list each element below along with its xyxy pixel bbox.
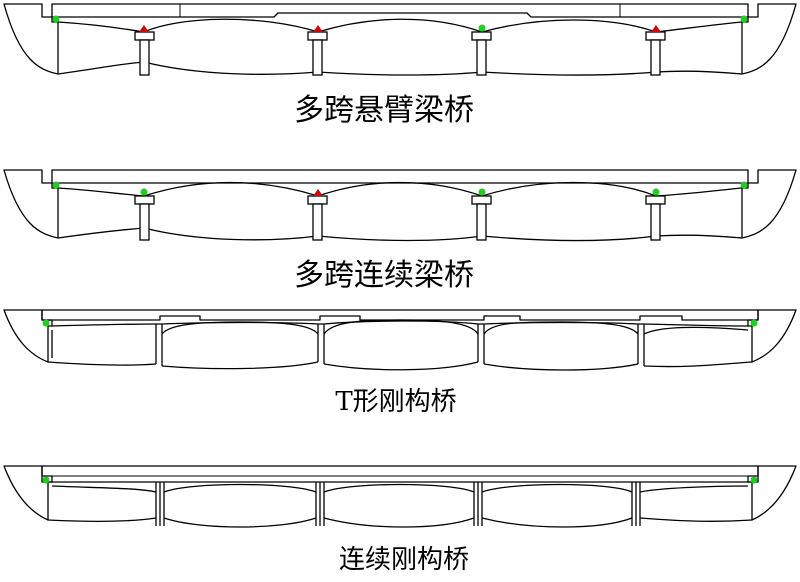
movable-bearing-icon [140,188,148,196]
pier [471,195,492,241]
pier [134,195,155,241]
girder-soffit [57,181,743,197]
girder-soffit [51,483,749,493]
left-abutment [3,169,59,239]
movable-bearing-icon [52,15,60,23]
movable-bearing-icon [750,319,758,327]
cantilever-beam-bridge: 多跨悬臂梁桥 [3,3,797,128]
pier [473,482,483,526]
t-rigid-frame-bridge: T形刚构桥 [3,309,797,417]
right-abutment [747,465,797,521]
pier [645,195,666,241]
pier [645,31,666,76]
deck [41,309,759,321]
pier [307,31,328,76]
movable-bearing-icon [52,181,60,189]
pier [307,195,328,241]
bridge-caption: T形刚构桥 [335,387,456,417]
bridge-caption: 连续刚构桥 [339,545,469,575]
movable-bearing-icon [478,24,486,32]
bridge-caption: 多跨连续梁桥 [294,258,474,293]
movable-bearing-icon [750,476,758,484]
left-abutment [3,465,53,521]
deck [51,3,749,18]
deck [41,465,759,483]
fixed-bearing-icon [313,189,323,196]
fixed-bearing-icon [139,25,149,32]
fixed-bearing-icon [651,25,661,32]
movable-bearing-icon [478,188,486,196]
movable-bearing-icon [42,319,50,327]
movable-bearing-icon [740,181,748,189]
pier [134,31,155,76]
pier [471,31,492,76]
deck [51,169,749,184]
left-abutment [3,309,53,363]
right-abutment [747,309,797,363]
movable-bearing-icon [652,188,660,196]
movable-bearing-icon [740,15,748,23]
pier [315,482,325,526]
continuous-beam-bridge: 多跨连续梁桥 [3,169,797,293]
fixed-bearing-icon [313,25,323,32]
pier [631,482,641,526]
bridge-caption: 多跨悬臂梁桥 [294,93,474,128]
girder-soffit [57,18,743,33]
continuous-rigid-frame-bridge: 连续刚构桥 [3,465,797,575]
right-abutment [741,3,797,75]
left-abutment [3,3,59,75]
right-abutment [741,169,797,239]
movable-bearing-icon [42,476,50,484]
pier [155,482,165,526]
